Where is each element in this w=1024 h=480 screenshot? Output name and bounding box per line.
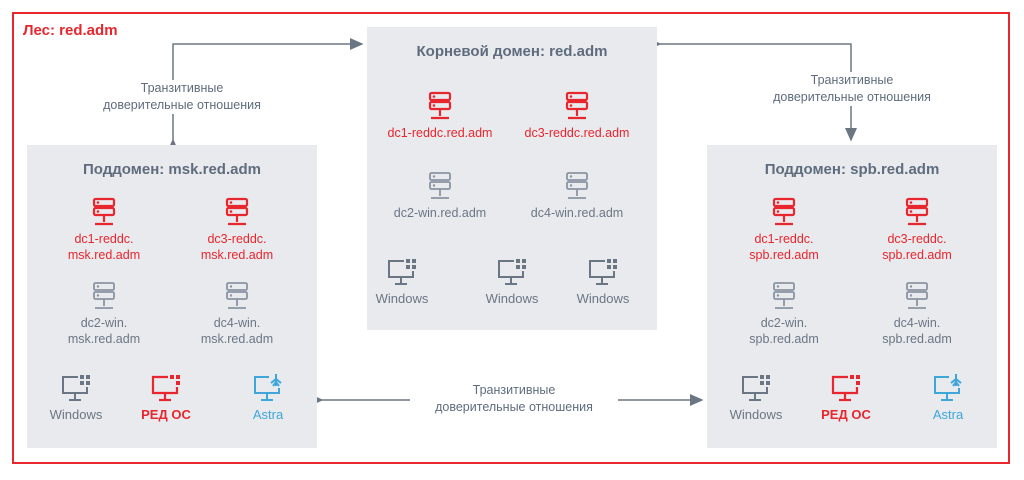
red-os-workstation-icon (831, 375, 860, 402)
spb-controller-4: dc4-win. spb.red.adm (852, 281, 982, 347)
root-controller-2-label: dc2-win.red.adm (393, 206, 487, 220)
server-icon (566, 172, 588, 199)
server-icon (93, 282, 115, 309)
server-icon (226, 282, 248, 309)
forest-title: Лес: red.adm (23, 22, 118, 39)
spb-controller-2: dc2-win. spb.red.adm (719, 281, 849, 347)
msk-client-windows: Windows (26, 373, 126, 423)
server-icon (428, 91, 452, 120)
root-domain-panel: Корневой домен: red.adm dc1-reddc.red.ad… (367, 27, 657, 330)
msk-client-redos: РЕД ОС (116, 373, 216, 423)
root-controller-1: dc1-reddc.red.adm (375, 91, 505, 141)
msk-controller-1: dc1-reddc. msk.red.adm (39, 197, 169, 263)
msk-controller-4: dc4-win. msk.red.adm (172, 281, 302, 347)
spb-controller-1-line2: spb.red.adm (749, 248, 819, 262)
trust-label-right: Транзитивные доверительные отношения (748, 72, 956, 106)
astra-workstation-icon (934, 374, 962, 401)
root-client-1-label: Windows (375, 291, 429, 306)
windows-workstation-icon (498, 259, 526, 285)
windows-workstation-icon (388, 259, 416, 285)
msk-controller-1-line2: msk.red.adm (67, 248, 141, 262)
spb-subdomain-title: Поддомен: spb.red.adm (764, 161, 940, 178)
msk-controller-4-line2: msk.red.adm (200, 332, 274, 346)
root-domain-title: Корневой домен: red.adm (416, 43, 608, 60)
red-os-workstation-icon (151, 375, 180, 402)
msk-client-windows-label: Windows (49, 407, 103, 422)
trust-label-left-line2: доверительные отношения (103, 98, 261, 112)
windows-workstation-icon (742, 375, 770, 401)
msk-subdomain-panel: Поддомен: msk.red.adm dc1-reddc. msk.red… (27, 145, 317, 448)
spb-controller-1: dc1-reddc. spb.red.adm (719, 197, 849, 263)
msk-controller-1-line1: dc1-reddc. (74, 232, 134, 246)
trust-label-bottom: Транзитивные доверительные отношения (410, 382, 618, 416)
msk-controller-2: dc2-win. msk.red.adm (39, 281, 169, 347)
msk-client-astra-label: Astra (252, 407, 284, 422)
spb-controller-4-line1: dc4-win. (893, 316, 941, 330)
msk-controller-4-line1: dc4-win. (213, 316, 261, 330)
spb-client-redos-label: РЕД ОС (821, 407, 871, 422)
root-controller-3-label: dc3-reddc.red.adm (524, 126, 630, 140)
spb-controller-3-line1: dc3-reddc. (887, 232, 947, 246)
forest-frame (12, 12, 1010, 464)
server-icon (565, 91, 589, 120)
root-controller-1-label: dc1-reddc.red.adm (387, 126, 493, 140)
windows-workstation-icon (589, 259, 617, 285)
trust-label-left: Транзитивные доверительные отношения (78, 80, 286, 114)
trust-label-right-line1: Транзитивные (810, 73, 894, 87)
server-icon (906, 282, 928, 309)
spb-controller-3: dc3-reddc. spb.red.adm (852, 197, 982, 263)
root-client-2: Windows (462, 257, 562, 307)
spb-controller-2-line1: dc2-win. (760, 316, 808, 330)
trust-label-bottom-line1: Транзитивные (472, 383, 556, 397)
spb-client-windows-label: Windows (729, 407, 783, 422)
spb-controller-4-line2: spb.red.adm (882, 332, 952, 346)
root-client-3: Windows (553, 257, 653, 307)
root-controller-3: dc3-reddc.red.adm (512, 91, 642, 141)
spb-controller-1-line1: dc1-reddc. (754, 232, 814, 246)
spb-controller-3-line2: spb.red.adm (882, 248, 952, 262)
msk-controller-3-line2: msk.red.adm (200, 248, 274, 262)
spb-client-astra-label: Astra (932, 407, 964, 422)
msk-subdomain-title: Поддомен: msk.red.adm (83, 161, 261, 178)
msk-client-astra: Astra (218, 373, 318, 423)
trust-label-right-line2: доверительные отношения (773, 90, 931, 104)
root-client-2-label: Windows (485, 291, 539, 306)
server-icon (772, 197, 796, 226)
server-icon (773, 282, 795, 309)
msk-controller-3: dc3-reddc. msk.red.adm (172, 197, 302, 263)
astra-workstation-icon (254, 374, 282, 401)
spb-client-redos: РЕД ОС (796, 373, 896, 423)
root-controller-2: dc2-win.red.adm (375, 171, 505, 221)
server-icon (225, 197, 249, 226)
spb-client-windows: Windows (706, 373, 806, 423)
spb-client-astra: Astra (898, 373, 998, 423)
msk-controller-2-line2: msk.red.adm (67, 332, 141, 346)
root-client-3-label: Windows (576, 291, 630, 306)
msk-controller-2-line1: dc2-win. (80, 316, 128, 330)
server-icon (905, 197, 929, 226)
root-controller-4-label: dc4-win.red.adm (530, 206, 624, 220)
trust-arrow-right (648, 38, 857, 142)
root-controller-4: dc4-win.red.adm (512, 171, 642, 221)
spb-controller-2-line2: spb.red.adm (749, 332, 819, 346)
server-icon (92, 197, 116, 226)
trust-label-left-line1: Транзитивные (140, 81, 224, 95)
server-icon (429, 172, 451, 199)
trust-label-bottom-line2: доверительные отношения (435, 400, 593, 414)
windows-workstation-icon (62, 375, 90, 401)
root-client-1: Windows (352, 257, 452, 307)
msk-client-redos-label: РЕД ОС (141, 407, 191, 422)
spb-subdomain-panel: Поддомен: spb.red.adm dc1-reddc. spb.red… (707, 145, 997, 448)
msk-controller-3-line1: dc3-reddc. (207, 232, 267, 246)
